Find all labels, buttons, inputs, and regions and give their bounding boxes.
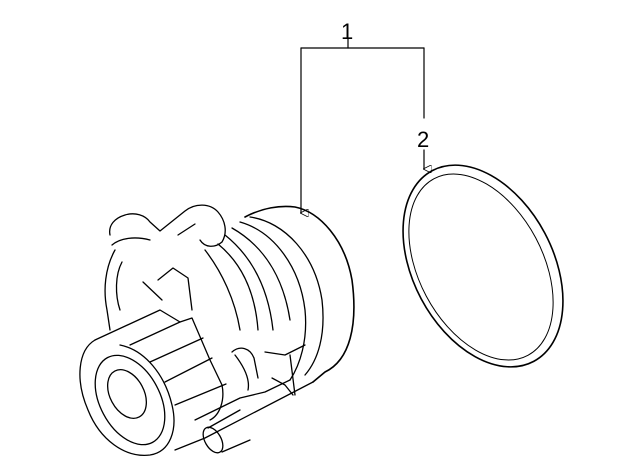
callout-2-label: 2 <box>417 127 430 152</box>
gasket-ring-drawing <box>402 164 564 368</box>
callout-1-leader <box>301 38 425 213</box>
water-pump-drawing <box>79 204 355 456</box>
callout-1-label: 1 <box>341 19 354 44</box>
